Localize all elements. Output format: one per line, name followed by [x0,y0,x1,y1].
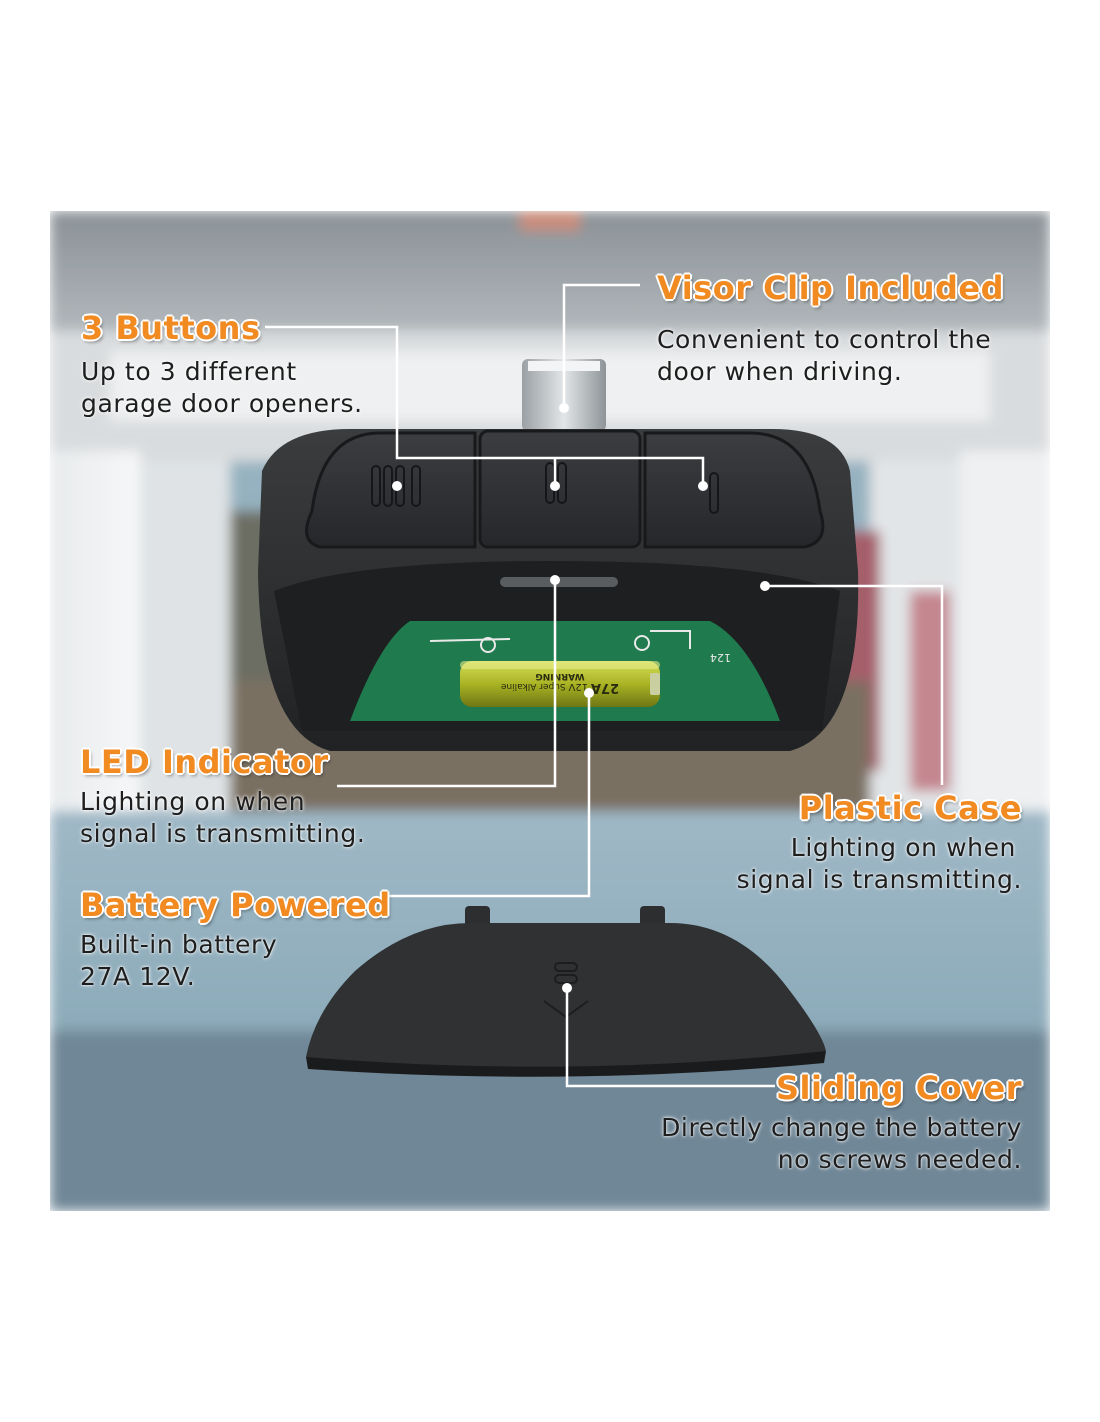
callout-battery-line-1: Built-in battery [80,930,278,959]
callout-sliding-cover-line-2: no screws needed. [777,1145,1022,1174]
callout-plastic-case-line-2: signal is transmitting. [736,865,1022,894]
callout-visor-clip-line-1: Convenient to control the [657,325,992,354]
callout-sliding-cover: Sliding Cover Directly change the batter… [661,1072,1022,1176]
button-2 [478,429,642,549]
battery-voltage: 12V [568,681,589,692]
callout-led-line-2: signal is transmitting. [80,819,366,848]
pcb-marking: 124 [710,651,731,664]
battery-warning: WARNING [535,671,585,681]
callout-led-title: LED Indicator [80,743,329,781]
callout-led: LED Indicator Lighting on when signal is… [80,746,365,850]
callout-sliding-cover-title: Sliding Cover [776,1069,1022,1107]
callout-plastic-case: Plastic Case Lighting on when signal is … [737,792,1022,896]
callout-battery-line-2: 27A 12V. [80,962,196,991]
button-3 [643,431,825,549]
callout-battery: Battery Powered Built-in battery 27A 12V… [80,889,391,993]
callout-plastic-case-line-1: Lighting on when [790,833,1016,862]
callout-buttons-title: 3 Buttons [81,309,261,347]
callout-led-line-1: Lighting on when [80,787,306,816]
visor-clip [522,359,606,431]
callout-visor-clip: Visor Clip Included Convenient to contro… [657,272,1004,388]
battery-model: 27A [590,680,620,695]
callout-buttons-line-2: garage door openers. [81,389,363,418]
battery-type: Super Alkaline [500,681,566,691]
remote-body [258,429,859,751]
callout-visor-clip-line-2: door when driving. [657,357,903,386]
battery-label: 27A 12V Super Alkaline WARNING [472,671,648,695]
callout-visor-clip-title: Visor Clip Included [657,269,1005,307]
callout-buttons: 3 Buttons Up to 3 different garage door … [81,312,363,420]
callout-battery-title: Battery Powered [80,886,391,924]
callout-sliding-cover-line-1: Directly change the battery [661,1113,1022,1142]
callout-buttons-line-1: Up to 3 different [81,357,297,386]
led-indicator [500,577,618,587]
callout-plastic-case-title: Plastic Case [798,789,1022,827]
